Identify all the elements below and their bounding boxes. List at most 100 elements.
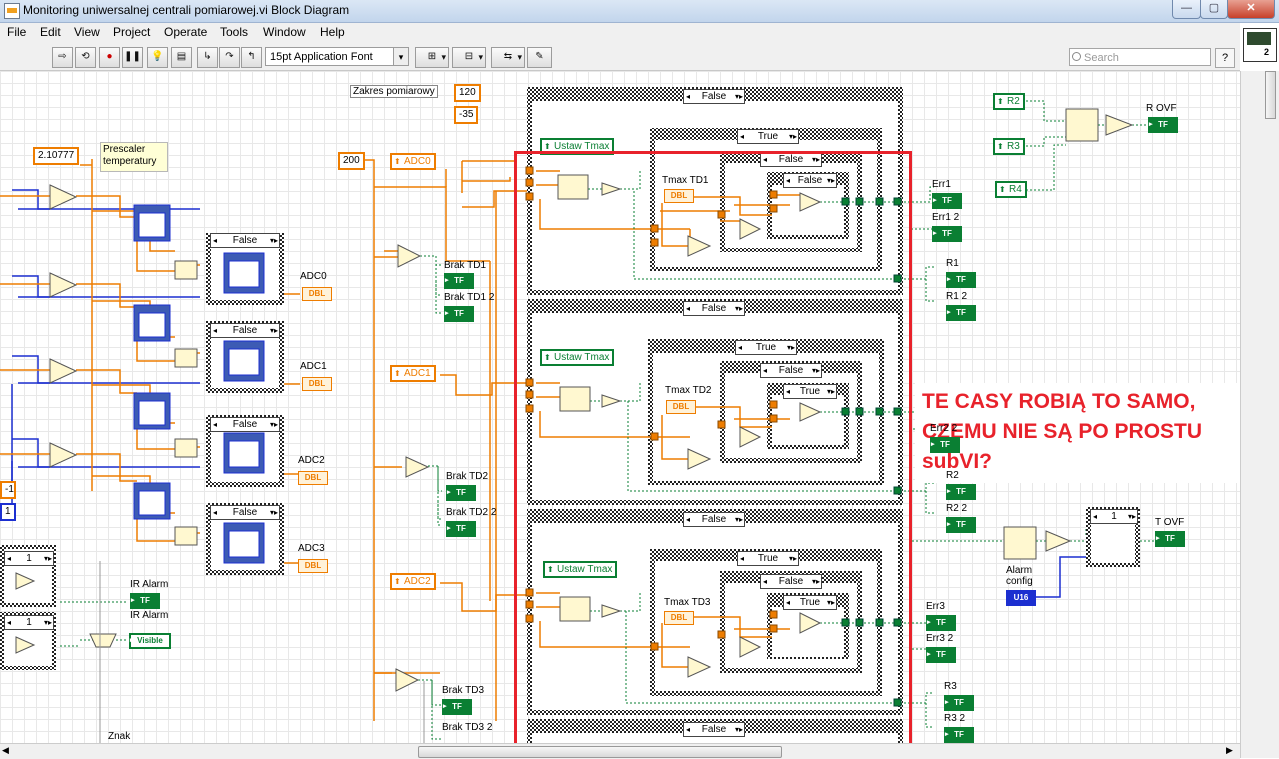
err1-2-indicator[interactable]: TF [932,226,962,242]
annotation-comment: TE CASY ROBIĄ TO SAMO, CZEMU NIE SĄ PO P… [922,390,1203,473]
r1-2-indicator[interactable]: TF [946,305,976,321]
prescaler-constant[interactable]: 2.10777 [33,147,80,165]
case2-inner-selector[interactable]: False [760,363,822,378]
menu-window[interactable]: Window [263,25,306,39]
r2-control[interactable]: R2 [993,93,1025,110]
case-selector-left-2[interactable]: False [210,323,280,338]
step-into-icon[interactable]: ↳ [197,47,218,68]
ir-alarm-visible-property[interactable]: Visible [129,633,171,649]
menu-tools[interactable]: Tools [220,25,249,39]
adc1-indicator[interactable]: DBL [302,377,332,391]
case-selector-left-4[interactable]: False [210,505,280,520]
step-out-icon[interactable]: ↰ [241,47,262,68]
distribute-objects-icon[interactable]: ⊟ [452,47,486,68]
case2-middle-selector[interactable]: True [735,340,797,355]
tmax-td1-indicator[interactable]: DBL [664,189,694,203]
search-input[interactable]: Search [1069,48,1211,66]
const-1[interactable]: 1 [0,503,16,521]
vertical-scrollbar[interactable] [1240,71,1279,758]
t-ovf-label: T OVF [1155,517,1185,528]
const-neg1[interactable]: -1 [0,481,16,499]
case3-inner-selector[interactable]: False [760,574,822,589]
t-ovf-indicator[interactable]: TF [1155,531,1185,547]
menu-view[interactable]: View [74,25,100,39]
minimize-button[interactable]: — [1172,0,1201,19]
case2-outer-selector[interactable]: False [683,301,745,316]
brak-td1-indicator[interactable]: TF [444,273,474,289]
case1-innermost-selector[interactable]: False [783,173,837,188]
block-diagram[interactable]: 2.10777 Prescaler temperatury False Fals… [0,71,1240,743]
horizontal-scroll-thumb[interactable] [418,746,782,758]
vertical-scroll-thumb[interactable] [1265,71,1276,119]
adc1-control[interactable]: ADC1 [390,365,436,382]
case3-middle-selector[interactable]: True [737,551,799,566]
r3-control[interactable]: R3 [993,138,1025,155]
menu-edit[interactable]: Edit [40,25,61,39]
ir-alarm-indicator[interactable]: TF [130,593,160,609]
r2-indicator[interactable]: TF [946,484,976,500]
err2-2-indicator[interactable]: TF [930,437,960,453]
retain-wire-values-icon[interactable]: ▤ [171,47,192,68]
brak-td2-indicator[interactable]: TF [446,485,476,501]
adc2-indicator[interactable]: DBL [298,471,328,485]
horizontal-scrollbar[interactable]: ◀ ▶ [0,743,1240,759]
err1-indicator[interactable]: TF [932,193,962,209]
menu-help[interactable]: Help [320,25,345,39]
vi-icon[interactable]: 2 [1243,28,1277,62]
r-ovf-indicator[interactable]: TF [1148,117,1178,133]
run-continuously-icon[interactable]: ⟲ [75,47,96,68]
adc0-indicator[interactable]: DBL [302,287,332,301]
r4-control[interactable]: R4 [995,181,1027,198]
err1-label: Err1 [932,179,951,190]
align-objects-icon[interactable]: ⊞ [415,47,449,68]
reorder-icon[interactable]: ⇆ [491,47,525,68]
num-selector-left-1[interactable]: 1 [4,551,54,566]
r3-2-indicator[interactable]: TF [944,727,974,743]
case3-outer-selector[interactable]: False [683,512,745,527]
menu-file[interactable]: File [7,25,27,39]
case2-ustaw-tmax-control[interactable]: Ustaw Tmax [540,349,615,366]
err3-2-indicator[interactable]: TF [926,647,956,663]
case3-innermost-selector[interactable]: True [783,595,837,610]
r2-2-indicator[interactable]: TF [946,517,976,533]
tmax-td2-indicator[interactable]: DBL [666,400,696,414]
brak-td1-2-indicator[interactable]: TF [444,306,474,322]
clean-up-diagram-icon[interactable]: ✎ [527,47,552,68]
case2-innermost-selector[interactable]: True [783,384,837,399]
menu-project[interactable]: Project [113,25,151,39]
case4-outer-selector[interactable]: False [683,722,745,737]
const-200[interactable]: 200 [338,152,365,170]
menu-operate[interactable]: Operate [164,25,208,39]
close-button[interactable]: ✕ [1227,0,1275,19]
scroll-right-icon[interactable]: ▶ [1226,745,1233,755]
scroll-left-icon[interactable]: ◀ [2,745,9,755]
pause-icon[interactable]: ❚❚ [122,47,143,68]
r3-indicator[interactable]: TF [944,695,974,711]
context-help-button[interactable]: ? [1215,48,1235,68]
step-over-icon[interactable]: ↷ [219,47,240,68]
const-120[interactable]: 120 [454,84,481,102]
case1-ustaw-tmax-control[interactable]: Ustaw Tmax [540,138,615,155]
tmax-td3-indicator[interactable]: DBL [664,611,694,625]
case1-middle-selector[interactable]: True [737,129,799,144]
num-selector-left-2[interactable]: 1 [4,615,54,630]
alarm-config-control[interactable]: U16 [1006,590,1036,606]
adc3-indicator[interactable]: DBL [298,559,328,573]
highlight-execution-icon[interactable]: 💡 [147,47,168,68]
brak-td3-indicator[interactable]: TF [442,699,472,715]
case-selector-left-1[interactable]: False [210,233,280,248]
case3-ustaw-tmax-control[interactable]: Ustaw Tmax [543,561,618,578]
case1-outer-selector[interactable]: False [683,89,745,104]
case-selector-left-3[interactable]: False [210,417,280,432]
r1-indicator[interactable]: TF [946,272,976,288]
adc0-control[interactable]: ADC0 [390,153,436,170]
const-neg35[interactable]: -35 [454,106,479,124]
adc2-control[interactable]: ADC2 [390,573,436,590]
abort-icon[interactable]: ● [99,47,120,68]
t-ovf-case-selector[interactable]: 1 [1090,509,1138,524]
font-select[interactable]: 15pt Application Font ▾ [265,47,409,66]
run-arrow-icon[interactable]: ⇨ [52,47,73,68]
brak-td2-2-indicator[interactable]: TF [446,521,476,537]
maximize-button[interactable]: ▢ [1200,0,1228,19]
err3-indicator[interactable]: TF [926,615,956,631]
